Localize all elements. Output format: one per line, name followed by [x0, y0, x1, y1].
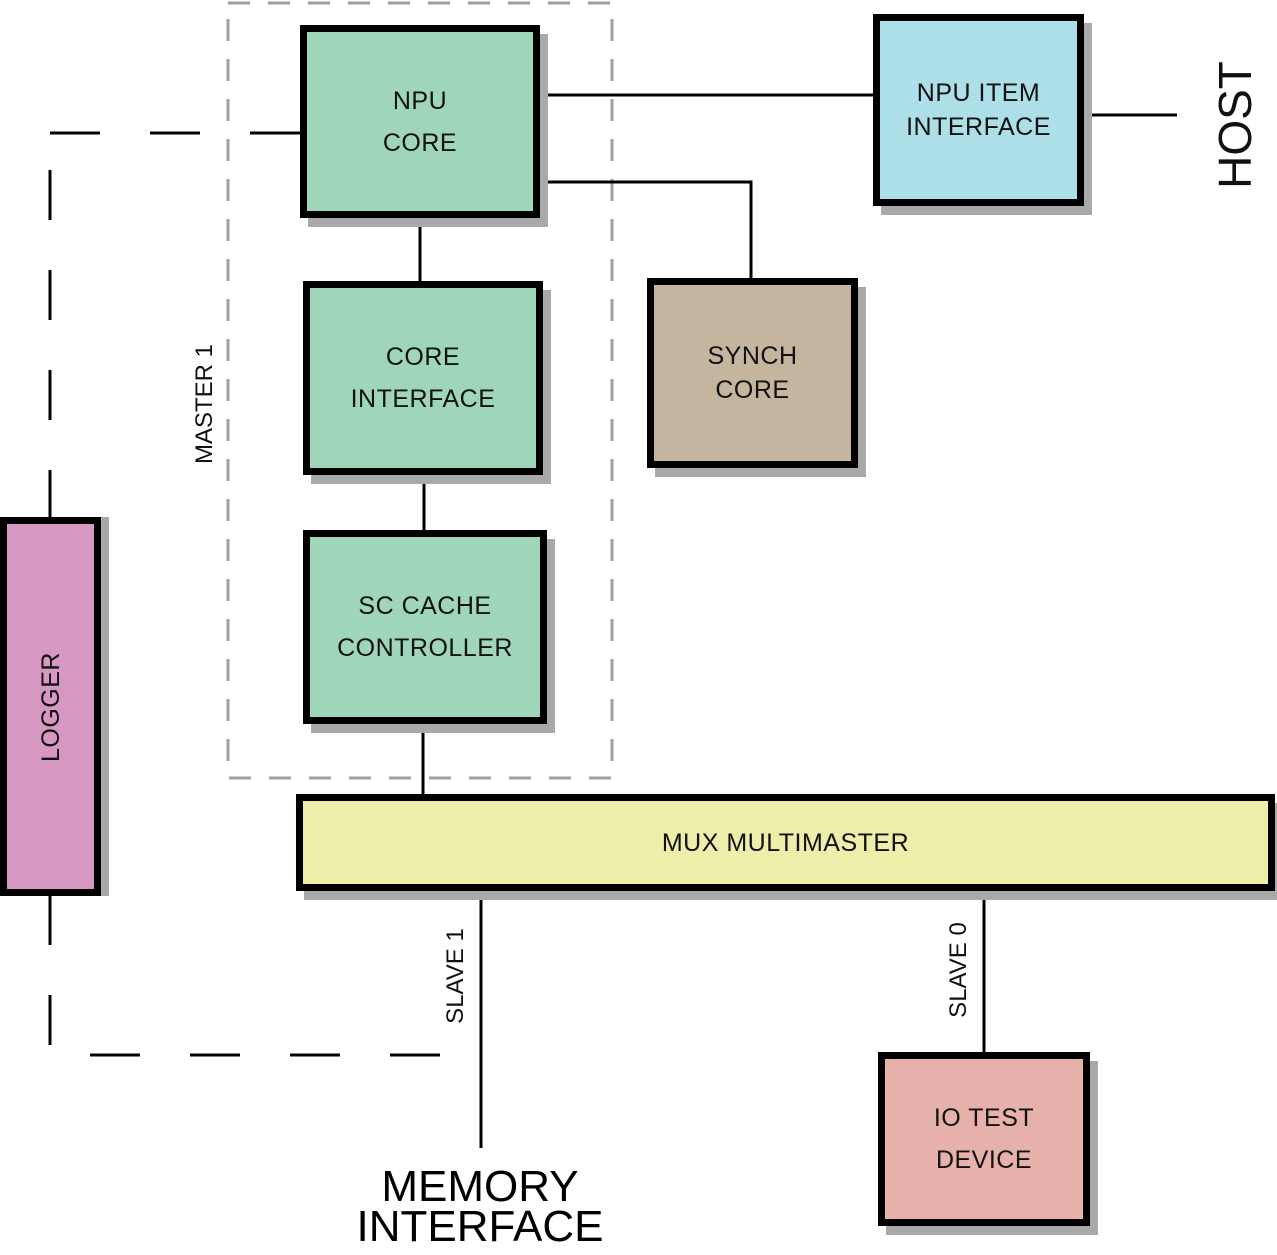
io-test-device-label: IO TEST DEVICE [933, 1104, 1035, 1174]
logger-dashed-loop [48, 131, 480, 1057]
io-test-device-block: IO TEST DEVICE [878, 1052, 1090, 1226]
master1-label: MASTER 1 [191, 343, 218, 465]
slave1-label: SLAVE 1 [442, 928, 469, 1024]
host-label: HOST [1209, 61, 1261, 189]
core-interface-label: CORE INTERFACE [350, 343, 496, 413]
synch-core-block: SYNCH CORE [647, 278, 858, 468]
npu-item-interface-label: NPU ITEM INTERFACE [906, 79, 1051, 141]
core-interface-block: CORE INTERFACE [303, 281, 543, 475]
sc-cache-controller-label: SC CACHE CONTROLLER [337, 592, 513, 662]
wire-npu-to-synch [537, 180, 753, 280]
npu-core-block: NPU CORE [300, 25, 540, 218]
synch-core-label: SYNCH CORE [707, 342, 798, 404]
npu-core-label: NPU CORE [382, 86, 458, 157]
logger-block: LOGGER [0, 517, 101, 896]
sc-cache-controller-block: SC CACHE CONTROLLER [303, 530, 547, 724]
logger-label: LOGGER [36, 651, 65, 762]
mux-multimaster-label: MUX MULTIMASTER [661, 828, 910, 857]
mux-multimaster-block: MUX MULTIMASTER [296, 794, 1275, 891]
slave0-label: SLAVE 0 [945, 922, 972, 1018]
master1-region [226, 1, 614, 780]
memory-interface-label: MEMORY INTERFACE [356, 1162, 604, 1251]
npu-item-interface-block: NPU ITEM INTERFACE [873, 14, 1084, 206]
